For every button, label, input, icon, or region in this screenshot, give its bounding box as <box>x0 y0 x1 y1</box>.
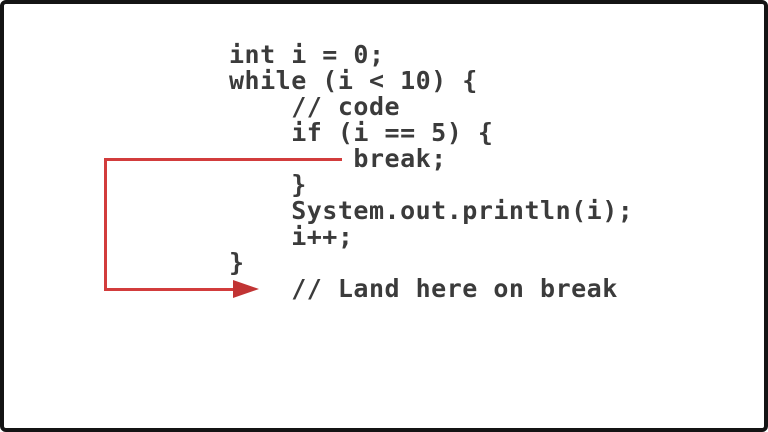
arrow-bottom-segment <box>104 288 235 291</box>
code-line-increment: i++; <box>229 222 354 251</box>
arrow-top-segment <box>104 158 342 161</box>
code-line-comment-land-here: // Land here on break <box>229 274 618 303</box>
code-line-if-close-brace: } <box>229 170 307 199</box>
code-line-println: System.out.println(i); <box>229 196 634 225</box>
code-line-while-close-brace: } <box>229 248 245 277</box>
code-block: int i = 0;while (i < 10) { // code if (i… <box>229 42 633 302</box>
code-line-if-header: if (i == 5) { <box>229 118 494 147</box>
code-line-while-header: while (i < 10) { <box>229 66 478 95</box>
code-line-comment-code: // code <box>229 92 401 121</box>
arrow-head-icon <box>233 280 259 298</box>
arrow-vertical-segment <box>104 158 107 291</box>
code-line-int-declaration: int i = 0; <box>229 40 385 69</box>
code-line-break-statement: break; <box>229 144 447 173</box>
